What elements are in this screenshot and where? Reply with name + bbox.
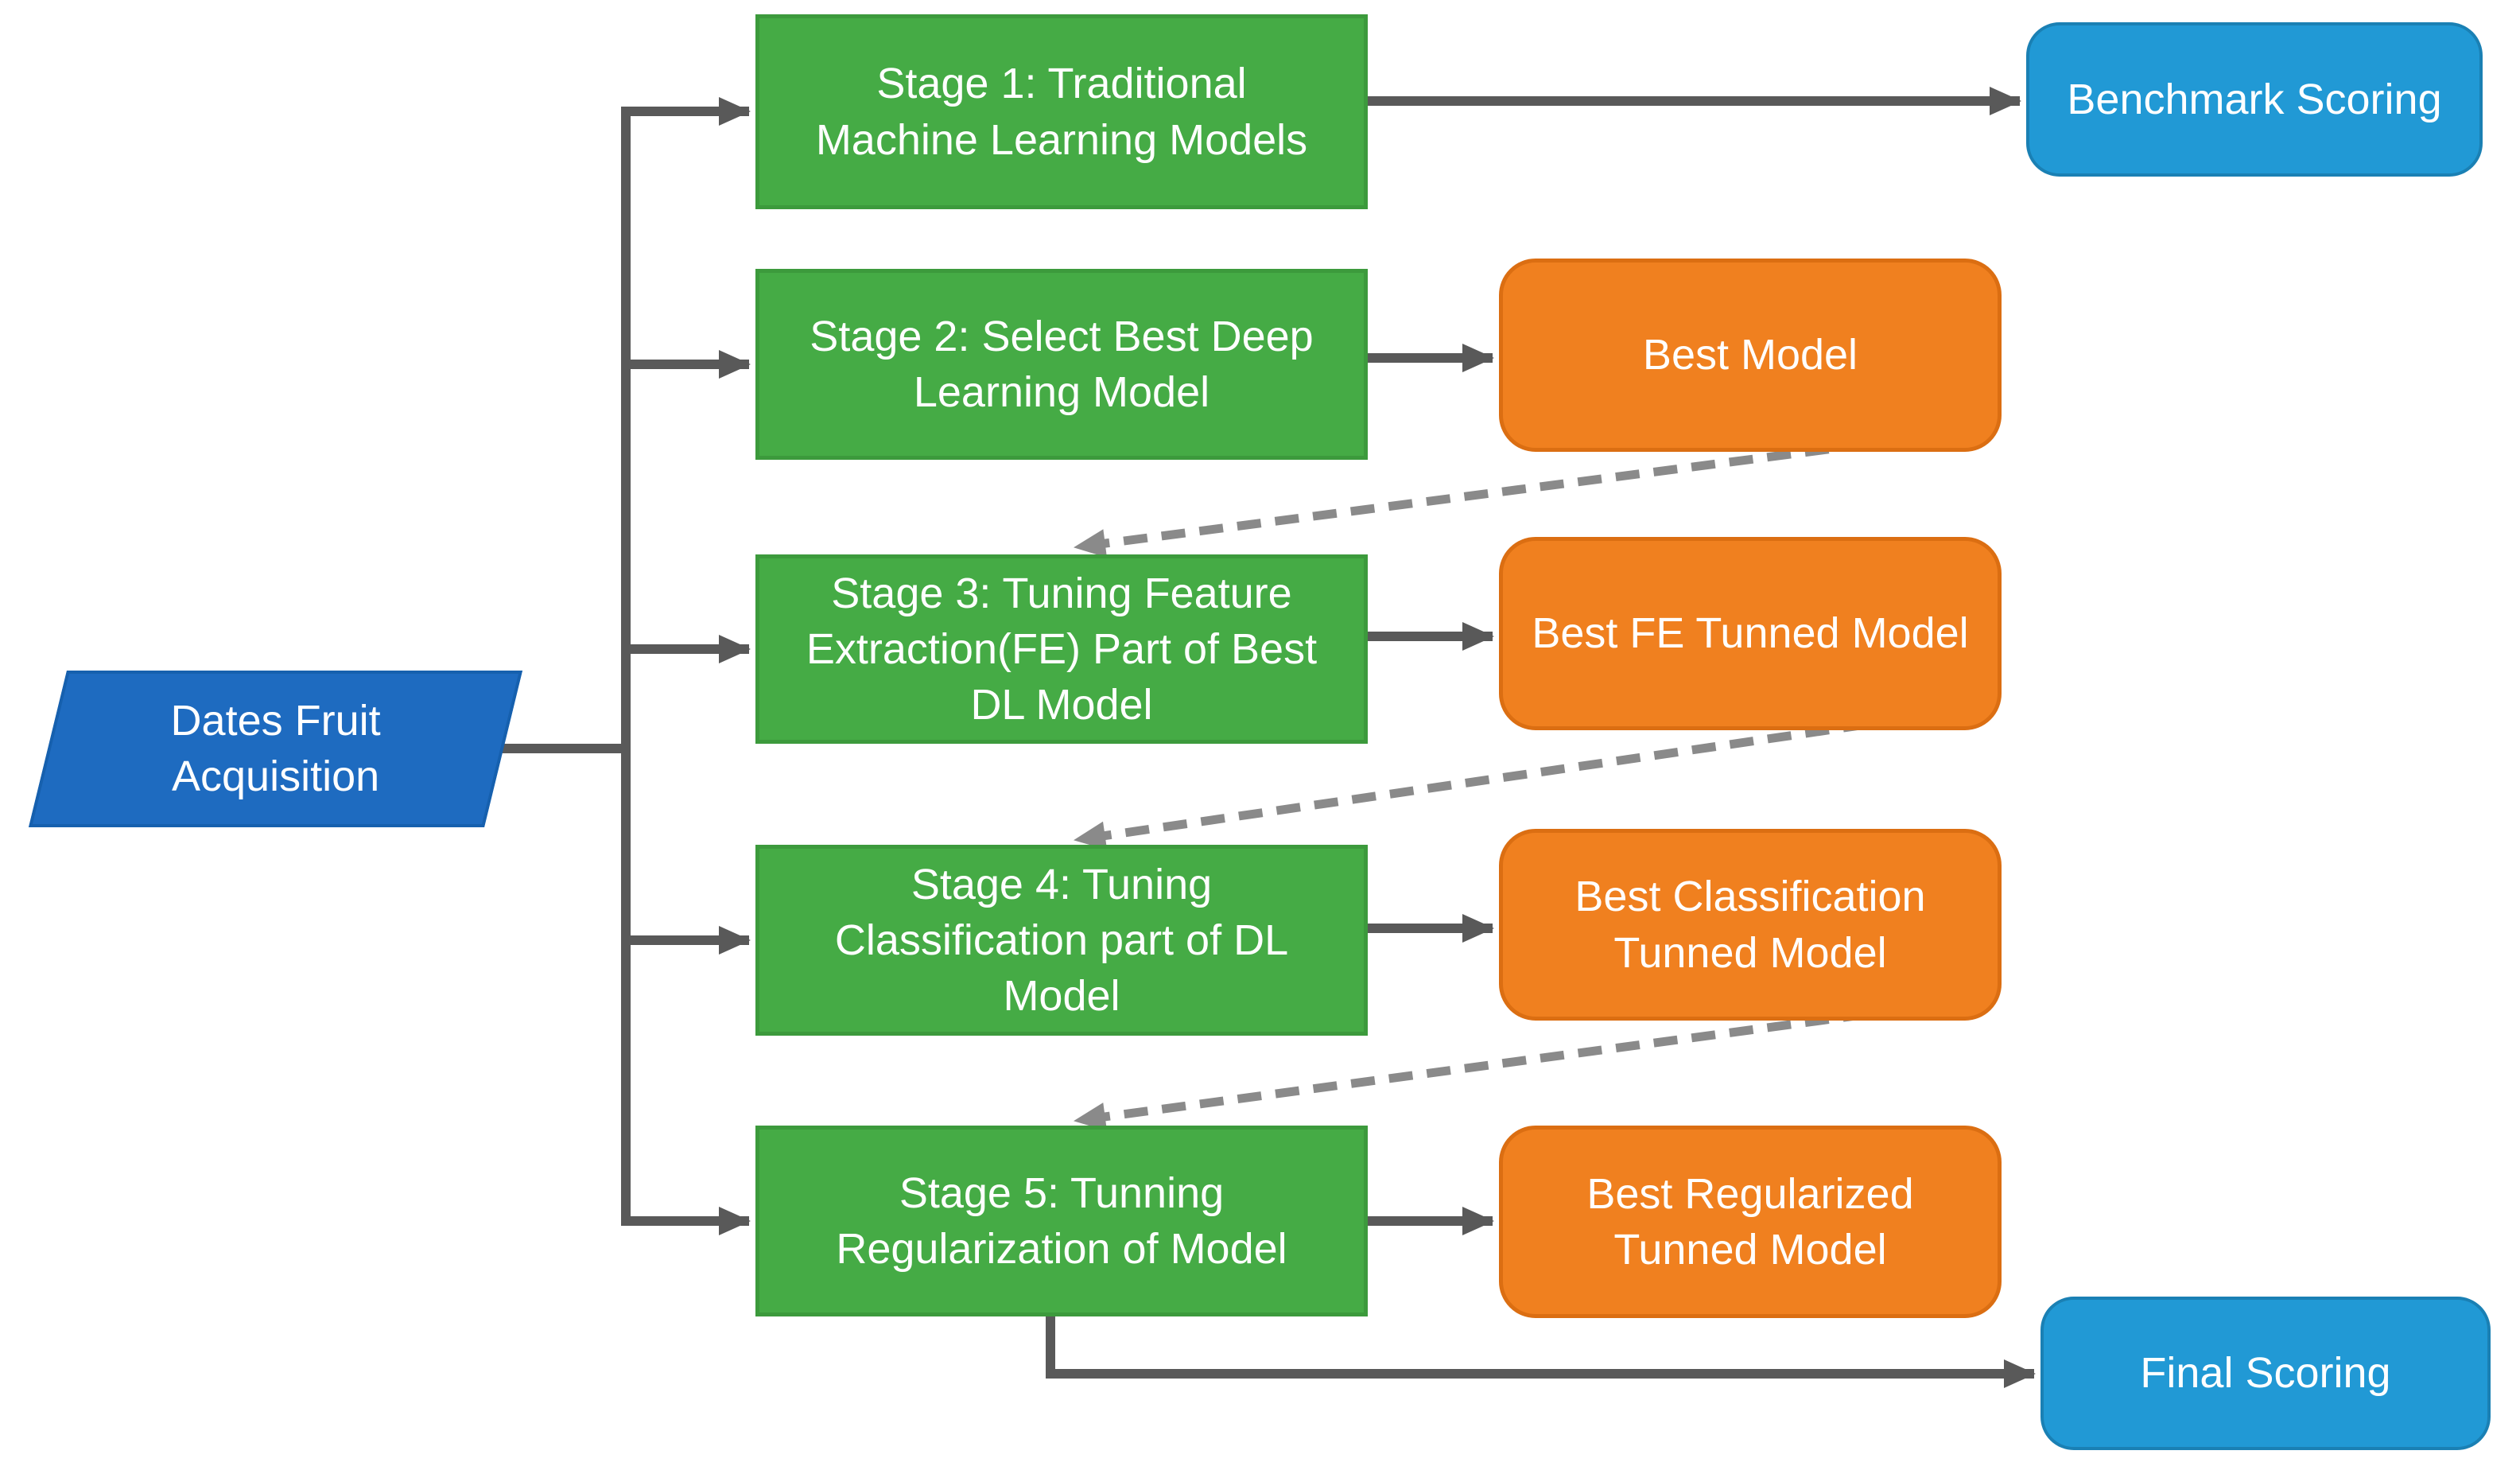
node-best-fe-tunned-model: Best FE Tunned Model	[1499, 537, 2002, 730]
node-stage-1-label: Stage 1: Traditional Machine Learning Mo…	[815, 60, 1308, 164]
node-best-classification-tunned-model: Best Classification Tunned Model	[1499, 829, 2002, 1021]
node-stage-4-label: Stage 4: Tuning Classification part of D…	[834, 860, 1289, 1021]
node-benchmark-scoring: Benchmark Scoring	[2026, 22, 2483, 177]
node-dates-fruit-acquisition-label: Dates Fruit Acquisition	[170, 697, 381, 801]
node-final-scoring: Final Scoring	[2040, 1297, 2491, 1450]
node-best-fe-tunned-model-label: Best FE Tunned Model	[1532, 609, 1969, 658]
arrow-stage5-to-final-scoring	[1046, 1316, 2036, 1388]
node-best-classification-tunned-model-label: Best Classification Tunned Model	[1575, 873, 1926, 977]
node-dates-fruit-acquisition: Dates Fruit Acquisition	[29, 671, 523, 827]
node-best-model-label: Best Model	[1642, 331, 1858, 379]
node-best-regularized-tunned-model: Best Regularized Tunned Model	[1499, 1126, 2002, 1318]
node-stage-2-label: Stage 2: Select Best Deep Learning Model	[810, 312, 1314, 416]
node-stage-5-label: Stage 5: Tunning Regularization of Model	[836, 1169, 1287, 1273]
node-best-regularized-tunned-model-label: Best Regularized Tunned Model	[1586, 1169, 1914, 1274]
node-best-model: Best Model	[1499, 259, 2002, 452]
node-stage-3-label: Stage 3: Tuning Feature Extraction(FE) P…	[806, 569, 1318, 729]
node-stage-5: Stage 5: Tunning Regularization of Model	[755, 1126, 1368, 1316]
node-benchmark-scoring-label: Benchmark Scoring	[2067, 75, 2442, 123]
node-stage-1: Stage 1: Traditional Machine Learning Mo…	[755, 14, 1368, 209]
node-final-scoring-label: Final Scoring	[2140, 1349, 2391, 1398]
node-stage-2: Stage 2: Select Best Deep Learning Model	[755, 269, 1368, 460]
node-stage-3: Stage 3: Tuning Feature Extraction(FE) P…	[755, 554, 1368, 744]
node-stage-4: Stage 4: Tuning Classification part of D…	[755, 845, 1368, 1036]
